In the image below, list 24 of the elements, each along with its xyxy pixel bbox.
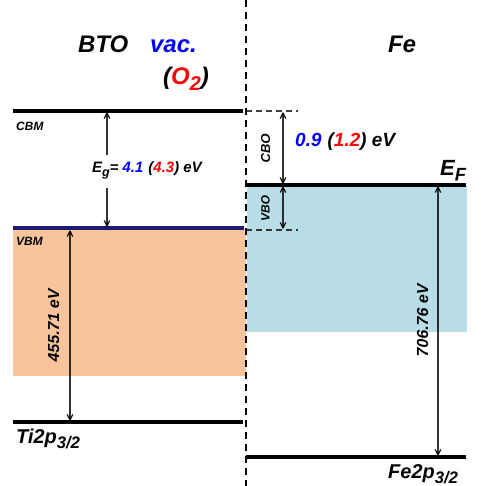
- parenthesis: (: [163, 64, 171, 90]
- level-label: Fe2p$_{3/2}$: [388, 461, 458, 486]
- value-label: 4.3: [153, 160, 174, 176]
- value-label: 4.1: [122, 160, 144, 176]
- parenthesis: (: [327, 131, 334, 152]
- gap-label: E$_{g}$=: [92, 160, 118, 180]
- energy-label: 455.71 eV: [46, 288, 64, 362]
- value-label: 0.9: [295, 131, 322, 152]
- material-label: Fe: [388, 32, 416, 58]
- energy-label: 706.76 eV: [415, 284, 433, 356]
- parenthesis: (: [148, 160, 154, 176]
- level-label: CBM: [16, 120, 44, 134]
- value-label: 1.2: [334, 131, 360, 152]
- unit-label: ) eV: [360, 131, 396, 152]
- level-label: VBM: [16, 235, 43, 248]
- level-label: Ti2p$_{3/2}$: [16, 426, 80, 452]
- material-label: BTO: [78, 32, 128, 58]
- unit-label: ) eV: [174, 160, 202, 176]
- level-label: E$_{F}$: [440, 156, 466, 185]
- offset-label: CBO: [258, 134, 274, 162]
- offset-label: VBO: [259, 195, 273, 221]
- parenthesis: ): [200, 64, 209, 90]
- condition-label: O$_{2}$: [171, 64, 201, 95]
- condition-label: vac.: [150, 32, 197, 58]
